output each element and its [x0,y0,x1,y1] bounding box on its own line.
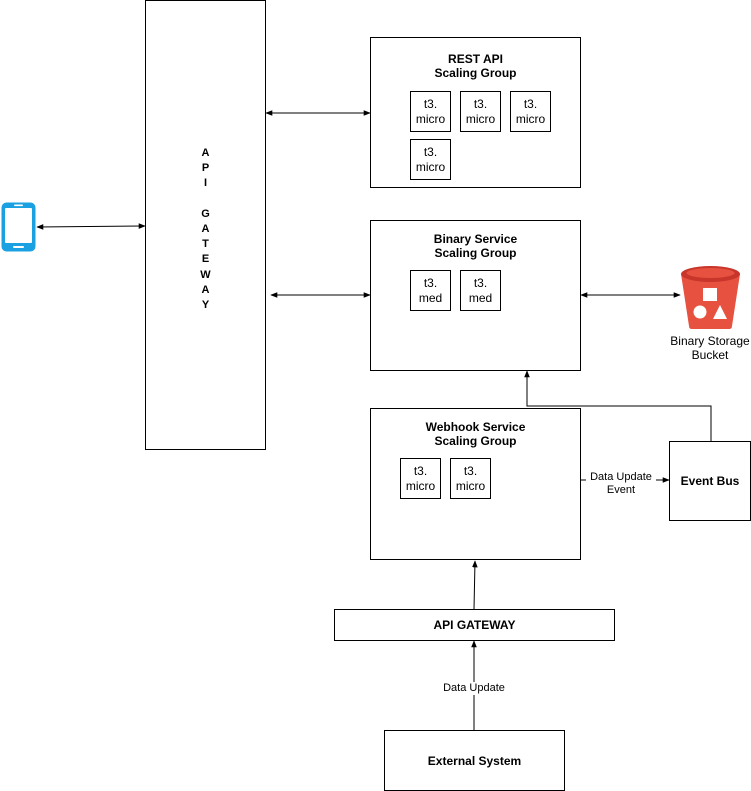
instance-t3-micro[interactable]: t3. micro [410,139,451,180]
mobile-phone-icon [0,201,37,253]
instance-t3-micro[interactable]: t3. micro [410,91,451,132]
edge-label-data-update: Data Update [440,682,508,695]
binary-service-scaling-group[interactable]: Binary Service Scaling Group t3. med t3.… [370,220,581,371]
instance-t3-micro[interactable]: t3. micro [400,458,441,499]
binary-service-group-title: Binary Service Scaling Group [433,232,518,260]
event-bus[interactable]: Event Bus [669,441,751,521]
api-gateway-vertical-label: A P I G A T E W A Y [200,147,211,311]
external-system-label: External System [427,753,522,768]
instance-t3-med[interactable]: t3. med [410,270,451,311]
instance-t3-micro[interactable]: t3. micro [460,91,501,132]
edge-eventbus-binary [524,370,712,441]
api-gateway-vertical[interactable]: A P I G A T E W A Y [145,0,266,450]
binary-storage-bucket-label: Binary Storage Bucket [670,334,750,362]
event-bus-label: Event Bus [680,474,740,488]
instance-t3-micro[interactable]: t3. micro [450,458,491,499]
edge-phone-gateway [36,223,146,230]
external-system[interactable]: External System [384,730,565,791]
webhook-service-group-title: Webhook Service Scaling Group [425,420,526,448]
instance-t3-med[interactable]: t3. med [460,270,501,311]
api-gateway-horizontal[interactable]: API GATEWAY [334,609,615,641]
edge-label-data-update-event: Data Update Event [586,471,656,497]
rest-api-scaling-group[interactable]: REST API Scaling Group t3. micro t3. mic… [370,37,581,188]
binary-storage-bucket-icon[interactable] [679,264,742,330]
edge-gateway-webhook [472,560,478,610]
rest-api-group-title: REST API Scaling Group [434,52,517,80]
api-gateway-horizontal-label: API GATEWAY [433,618,516,632]
instance-t3-micro[interactable]: t3. micro [510,91,551,132]
webhook-service-scaling-group[interactable]: Webhook Service Scaling Group t3. micro … [370,408,581,560]
